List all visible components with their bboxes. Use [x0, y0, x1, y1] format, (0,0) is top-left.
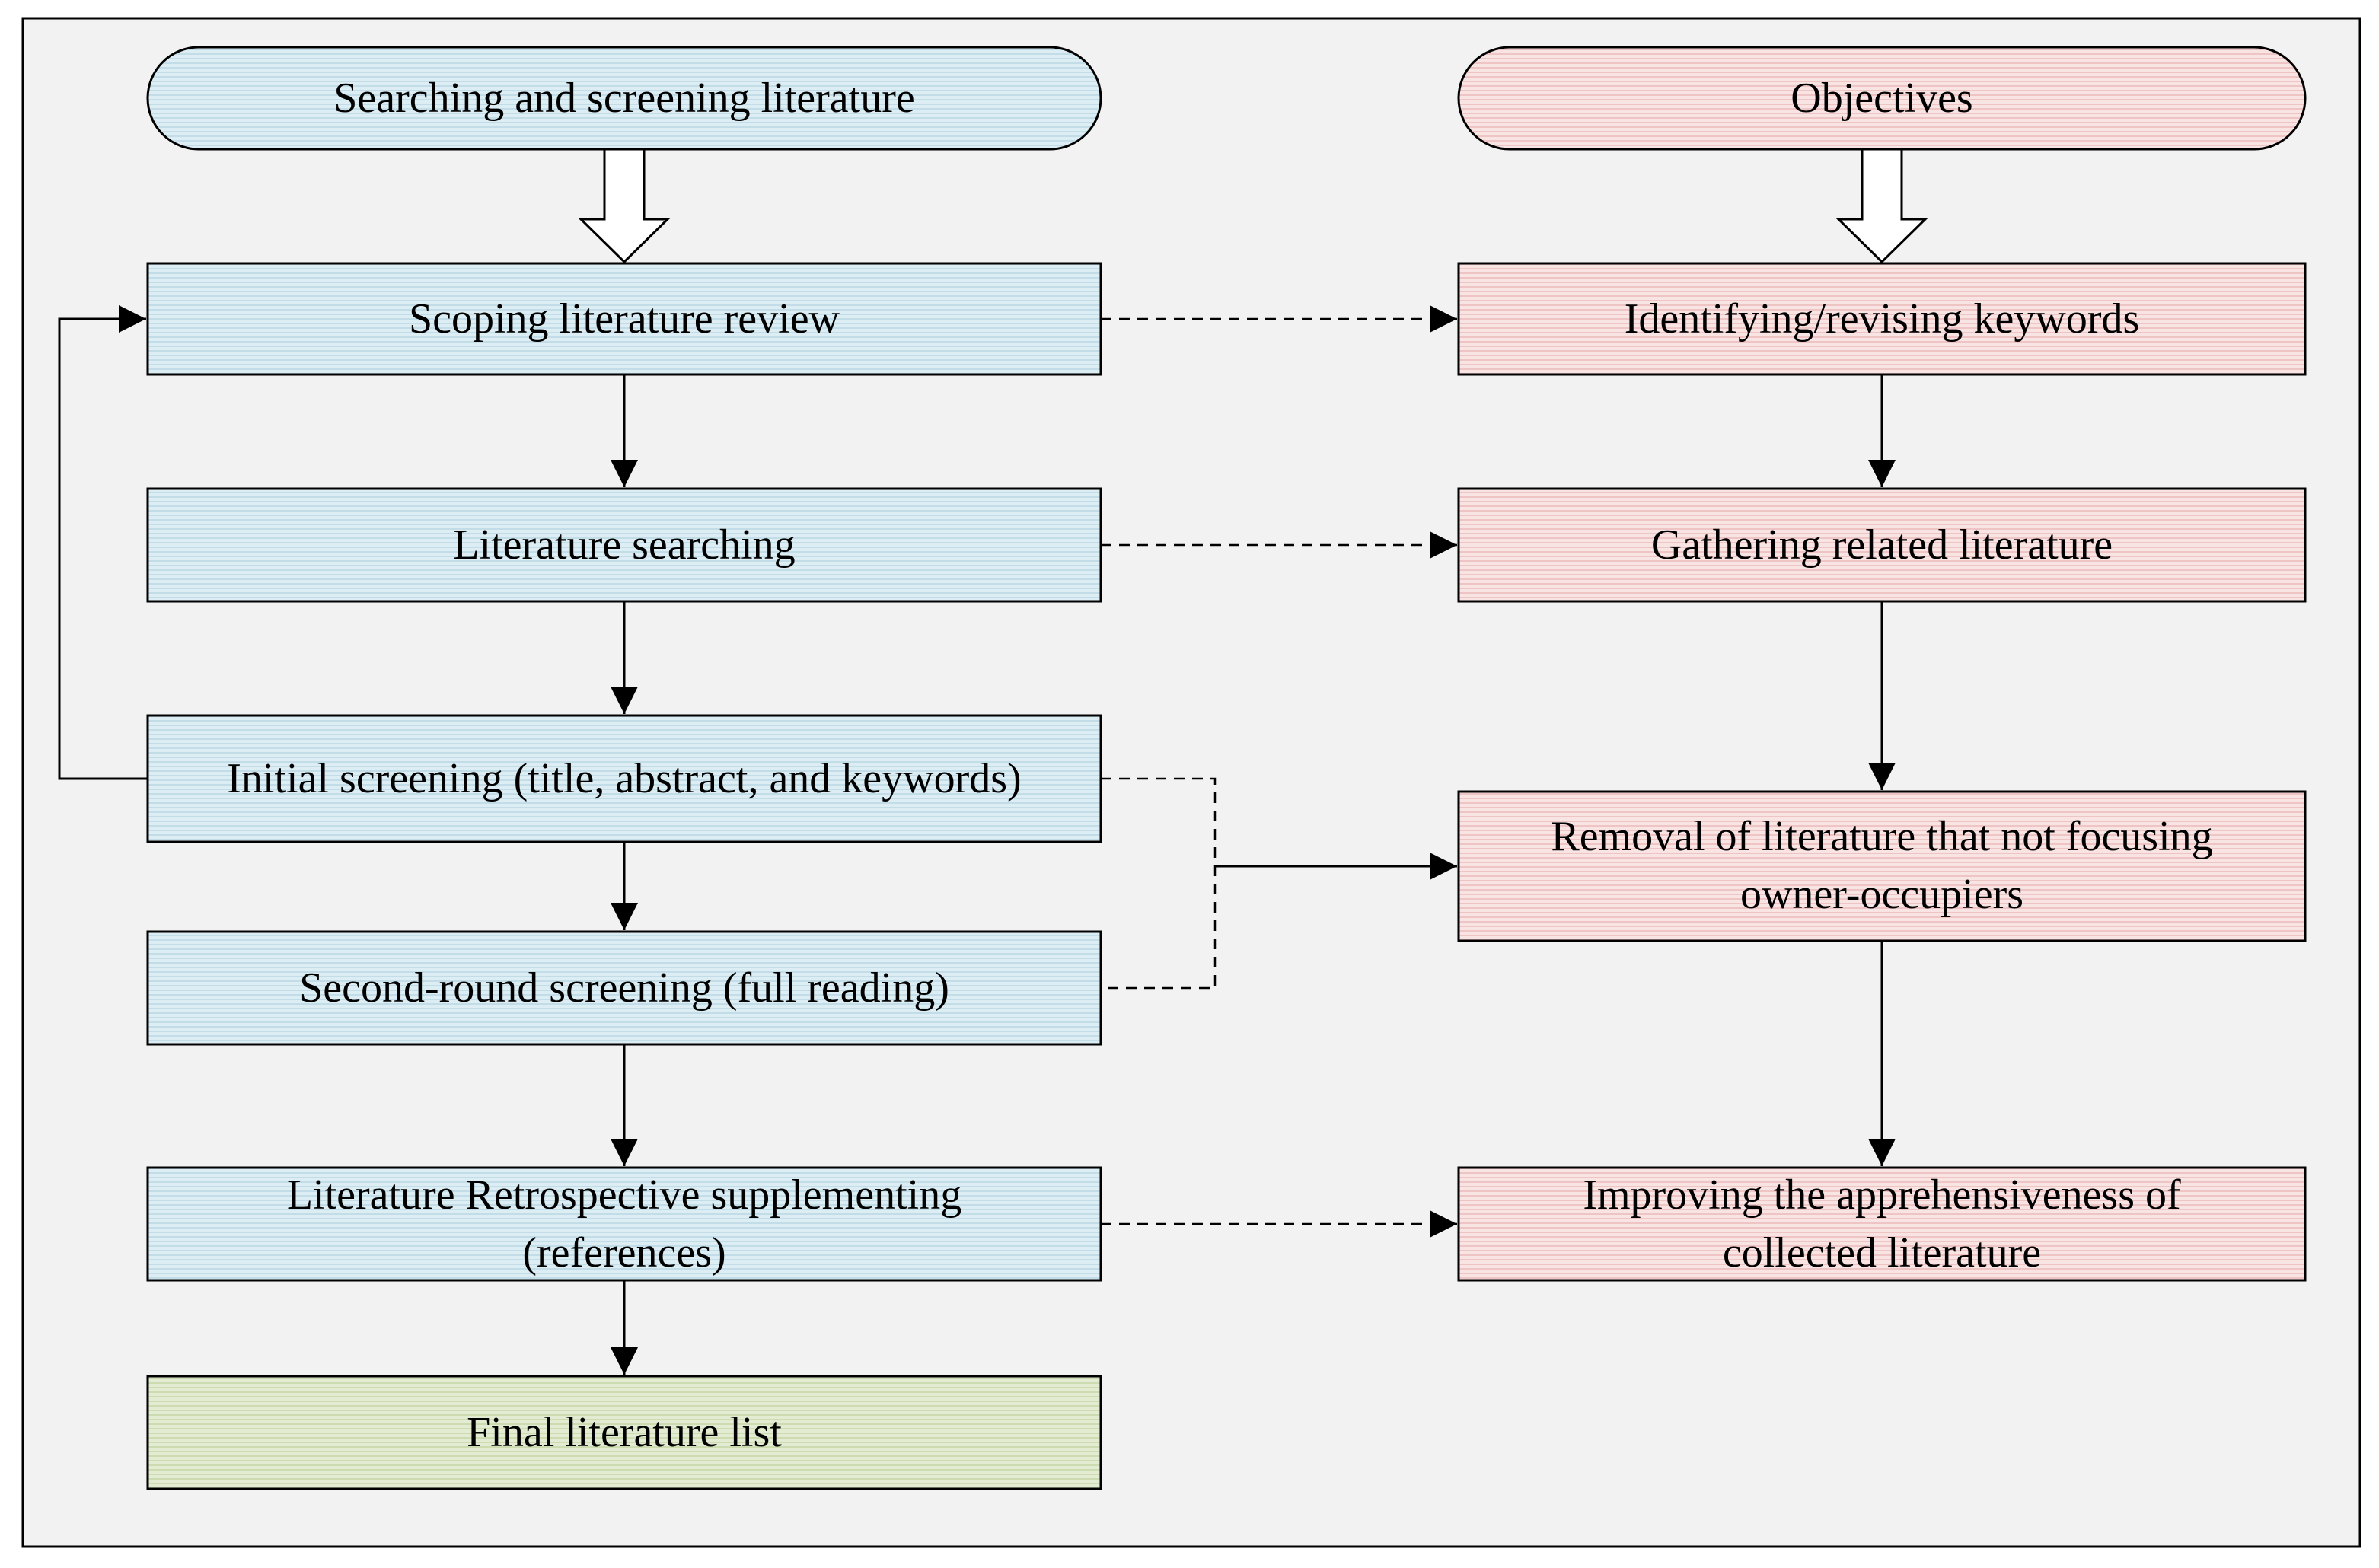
- feedback-loop-arrow: [58, 305, 148, 780]
- hollow-arrow-right: [1835, 148, 1928, 264]
- hollow-arrow-left: [578, 148, 671, 264]
- box-improving-apprehensiveness: Improving the apprehensiveness of collec…: [1457, 1166, 2307, 1282]
- svg-text:Second-round screening (full r: Second-round screening (full reading): [299, 964, 949, 1012]
- box-removal-of-literature: Removal of literature that not focusing …: [1457, 790, 2307, 942]
- svg-text:owner-occupiers: owner-occupiers: [1740, 871, 2023, 918]
- svg-text:Final literature list: Final literature list: [467, 1409, 782, 1456]
- svg-text:Improving the apprehensiveness: Improving the apprehensiveness of: [1583, 1171, 2181, 1219]
- dashed-bracket-screenings: [1101, 777, 1217, 990]
- svg-text:Literature Retrospective suppl: Literature Retrospective supplementing: [287, 1171, 961, 1219]
- box-retrospective-supplementing: Literature Retrospective supplementing (…: [146, 1166, 1102, 1282]
- box-initial-screening: Initial screening (title, abstract, and …: [146, 714, 1102, 843]
- box-scoping-review: Scoping literature review: [146, 262, 1102, 376]
- svg-text:collected literature: collected literature: [1723, 1229, 2041, 1276]
- box-identifying-keywords: Identifying/revising keywords: [1457, 262, 2307, 376]
- box-literature-searching: Literature searching: [146, 487, 1102, 603]
- left-header: Searching and screening literature: [146, 46, 1102, 151]
- box-gathering-literature: Gathering related literature: [1457, 487, 2307, 603]
- svg-text:Removal of literature that not: Removal of literature that not focusing: [1551, 813, 2212, 860]
- box-second-screening: Second-round screening (full reading): [146, 930, 1102, 1046]
- svg-text:(references): (references): [522, 1229, 725, 1276]
- box-final-list: Final literature list: [146, 1375, 1102, 1490]
- svg-text:Objectives: Objectives: [1791, 75, 1972, 122]
- svg-text:Initial screening (title, abst: Initial screening (title, abstract, and …: [227, 755, 1021, 802]
- right-header: Objectives: [1457, 46, 2307, 151]
- svg-text:Scoping literature review: Scoping literature review: [409, 295, 840, 343]
- svg-text:Gathering related literature: Gathering related literature: [1651, 521, 2113, 569]
- svg-text:Identifying/revising keywords: Identifying/revising keywords: [1625, 295, 2140, 343]
- svg-text:Literature searching: Literature searching: [453, 521, 795, 569]
- svg-text:Searching and screening litera: Searching and screening literature: [333, 75, 914, 122]
